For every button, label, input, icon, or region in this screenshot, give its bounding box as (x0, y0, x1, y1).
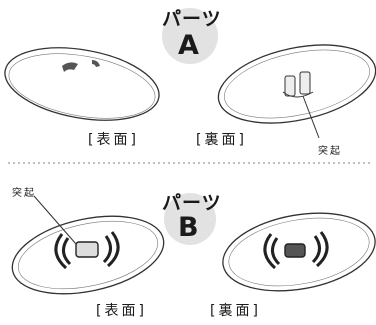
slot-icon (92, 60, 100, 67)
part-b-back-disc (222, 212, 376, 292)
protrusion-icon (282, 71, 314, 98)
part-a-back-disc (217, 44, 376, 139)
protrusion-icon (54, 231, 120, 270)
part-b-title: パーツ (162, 192, 222, 214)
part-a-protrusion-label: 突起 (318, 146, 342, 157)
leader-line (302, 95, 320, 139)
part-b-badge (164, 193, 216, 245)
protrusion-icon (263, 231, 329, 270)
slot-icon (62, 62, 78, 72)
part-b-protrusion-label: 突起 (12, 188, 36, 199)
part-b-letter: B (178, 212, 199, 243)
part-a-badge (162, 8, 218, 64)
part-b-front-label: [表面] (96, 303, 147, 319)
part-a-front-disc (4, 47, 160, 121)
part-a-letter: A (178, 30, 199, 61)
part-b-back-label: [裏面] (210, 303, 261, 319)
part-b-front-disc (11, 195, 165, 295)
part-a-back-label: [裏面] (196, 132, 247, 148)
part-a-front-label: [表面] (88, 132, 139, 148)
leader-line (33, 195, 77, 245)
part-a-title: パーツ (162, 8, 222, 30)
